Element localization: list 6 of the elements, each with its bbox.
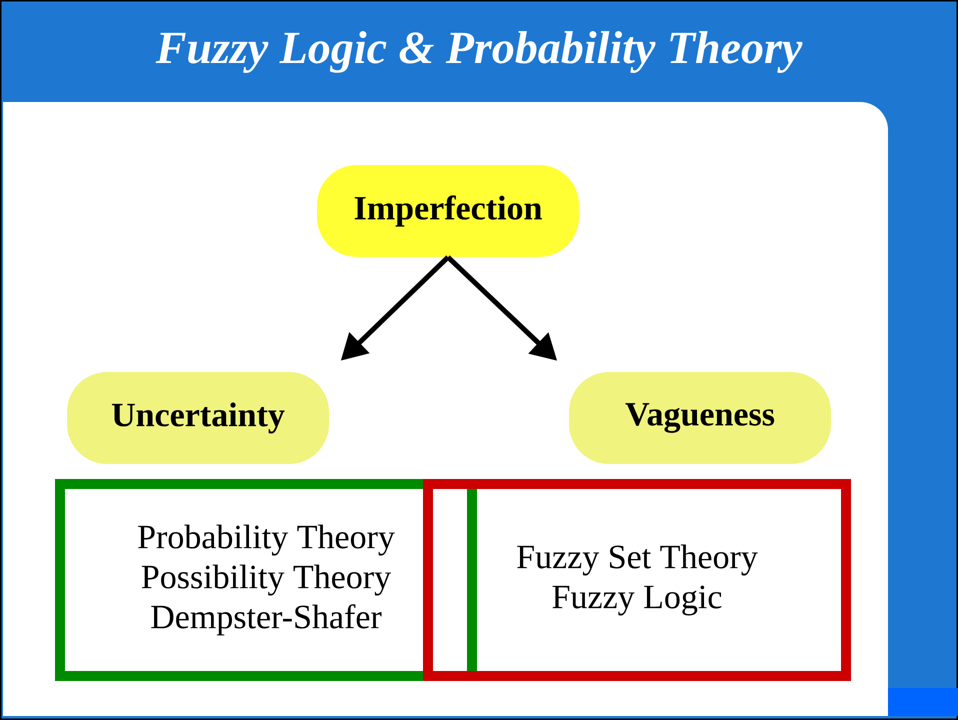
method-box: Probability Theory Possibility Theory Dempster-Shafer <box>55 479 477 681</box>
concept-pill: Uncertainty <box>67 372 329 464</box>
concept-pill: Vagueness <box>569 372 831 464</box>
method-box: Fuzzy Set Theory Fuzzy Logic <box>423 479 852 681</box>
slide-title: Fuzzy Logic & Probability Theory <box>156 31 802 73</box>
concept-pill: Imperfection <box>317 165 579 257</box>
